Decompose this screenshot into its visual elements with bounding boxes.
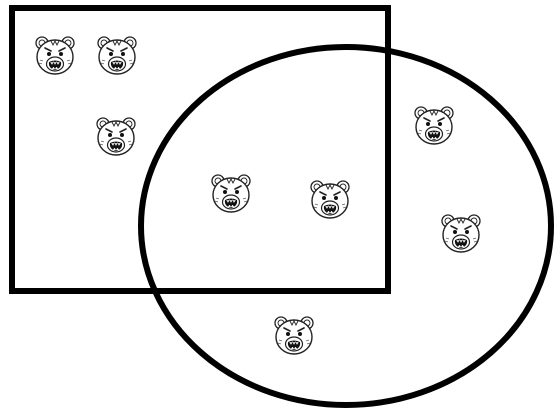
item-rectangle-only-2 bbox=[98, 37, 136, 74]
item-both-1 bbox=[212, 175, 250, 212]
item-ellipse-only-2 bbox=[442, 215, 480, 252]
angry-bear-face-icon bbox=[311, 181, 349, 218]
item-rectangle-only-3 bbox=[97, 118, 135, 155]
angry-bear-face-icon bbox=[36, 37, 74, 74]
item-rectangle-only-1 bbox=[36, 37, 74, 74]
angry-bear-face-icon bbox=[212, 175, 250, 212]
angry-bear-face-icon bbox=[275, 317, 313, 354]
item-both-2 bbox=[311, 181, 349, 218]
ellipse-set-outline bbox=[141, 47, 551, 405]
item-ellipse-only-3 bbox=[275, 317, 313, 354]
item-ellipse-only-1 bbox=[415, 107, 453, 144]
angry-bear-face-icon bbox=[97, 118, 135, 155]
angry-bear-face-icon bbox=[98, 37, 136, 74]
angry-bear-face-icon bbox=[442, 215, 480, 252]
angry-bear-face-icon bbox=[415, 107, 453, 144]
